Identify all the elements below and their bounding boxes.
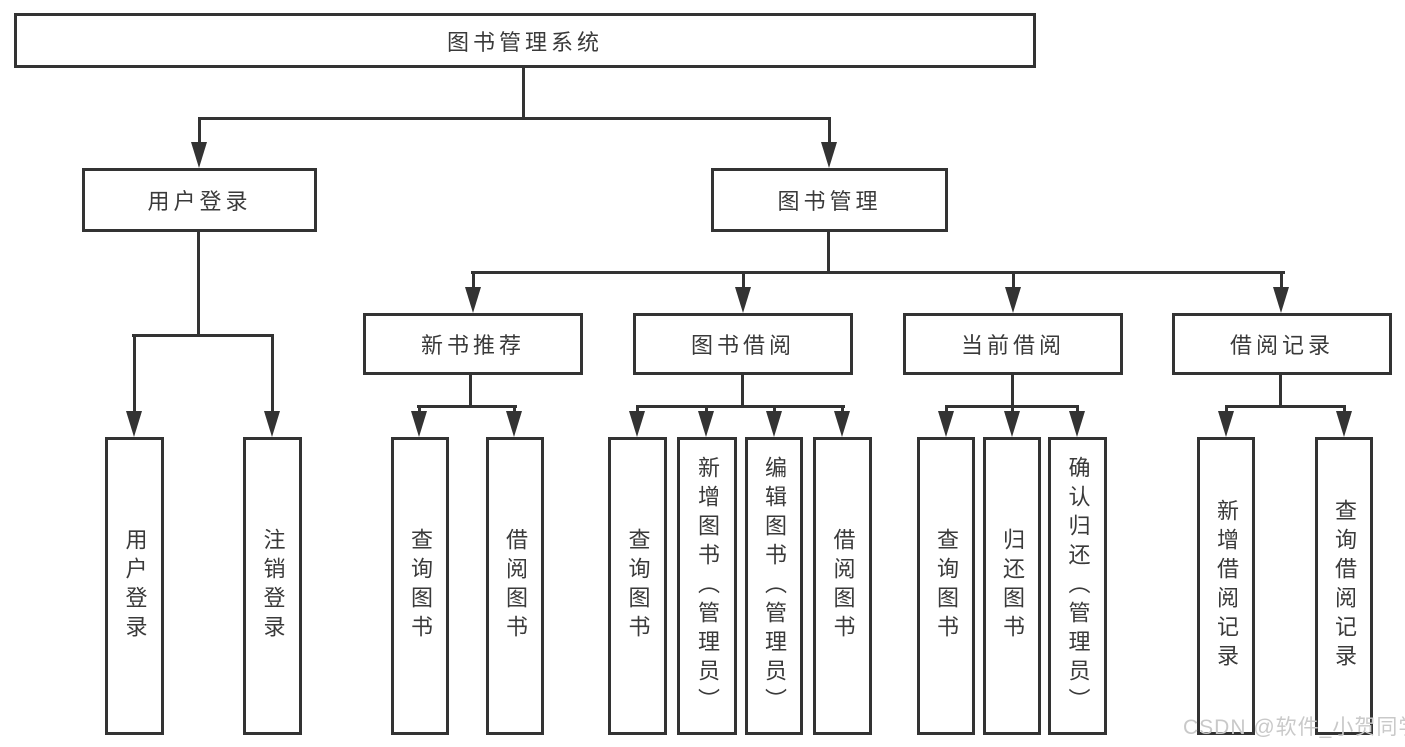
node-label: 归还图书 [1000,528,1025,644]
node-label: 图书借阅 [690,333,795,358]
node-new-book-recommend: 新书推荐 [363,313,583,375]
node-label: 用户登录 [147,189,252,214]
arrow-down-icon [264,411,280,437]
connector-line [1343,405,1346,413]
arrow-down-icon [411,411,427,437]
node-leaf-query-books: 查询图书 [608,437,667,735]
arrow-down-icon [1004,411,1020,437]
connector-line [198,117,201,144]
node-label: 图书管理 [777,189,882,214]
arrow-down-icon [735,287,751,313]
node-label: 查询图书 [934,528,959,644]
node-label: 查询图书 [408,528,433,644]
node-leaf-return-books: 归还图书 [983,437,1041,735]
connector-line [472,271,475,289]
node-book-borrowing: 图书借阅 [633,313,853,375]
connector-line [198,117,831,120]
node-label: 新增借阅记录 [1214,499,1239,673]
watermark: CSDN @软件_小贺同学 [1183,716,1405,739]
node-leaf-add-books-admin: 新增图书（管理员） [677,437,737,735]
node-leaf-borrow-books-recommend: 借阅图书 [486,437,544,735]
arrow-down-icon [506,411,522,437]
connector-line [417,405,517,408]
connector-line [513,405,516,413]
node-leaf-borrow-books: 借阅图书 [813,437,872,735]
connector-line [841,405,844,413]
connector-line [1011,373,1014,407]
node-label: 查询借阅记录 [1332,499,1357,673]
connector-line [132,334,274,337]
arrow-down-icon [1273,287,1289,313]
node-label: 新增图书（管理员） [695,455,720,717]
connector-line [197,232,200,336]
connector-line [522,68,525,120]
node-leaf-query-books-current: 查询图书 [917,437,975,735]
node-leaf-query-borrow-record: 查询借阅记录 [1315,437,1373,735]
node-label: 当前借阅 [960,333,1065,358]
connector-line [741,373,744,407]
node-borrowing-records: 借阅记录 [1172,313,1392,375]
connector-line [1225,405,1228,413]
node-user-login: 用户登录 [82,168,317,232]
connector-line [705,405,708,413]
connector-line [1280,271,1283,289]
arrow-down-icon [698,411,714,437]
connector-line [271,334,274,413]
node-label: 图书管理系统 [446,29,603,55]
node-leaf-logout: 注销登录 [243,437,302,735]
connector-line [1279,373,1282,407]
node-label: 查询图书 [625,528,651,644]
arrow-down-icon [1218,411,1234,437]
connector-line [828,117,831,144]
node-library-management-system: 图书管理系统 [14,13,1036,68]
node-label: 新书推荐 [420,333,525,358]
connector-line [418,405,421,413]
node-label: 编辑图书（管理员） [762,455,787,717]
node-leaf-user-login: 用户登录 [105,437,164,735]
arrow-down-icon [629,411,645,437]
node-label: 确认归还（管理员） [1065,455,1091,717]
arrow-down-icon [1069,411,1085,437]
connector-line [471,271,1285,274]
connector-line [636,405,845,408]
connector-line [742,271,745,289]
arrow-down-icon [465,287,481,313]
arrow-down-icon [766,411,782,437]
connector-line [1076,405,1079,413]
node-label: 借阅记录 [1229,333,1334,358]
node-label: 借阅图书 [830,528,856,644]
arrow-down-icon [1005,287,1021,313]
connector-line [945,405,948,413]
node-leaf-confirm-return-admin: 确认归还（管理员） [1048,437,1107,735]
arrow-down-icon [821,142,837,168]
arrow-down-icon [834,411,850,437]
node-label: 借阅图书 [503,528,528,644]
arrow-down-icon [1336,411,1352,437]
connector-line [827,232,830,274]
node-current-borrowing: 当前借阅 [903,313,1123,375]
connector-line [773,405,776,413]
arrow-down-icon [126,411,142,437]
arrow-down-icon [938,411,954,437]
arrow-down-icon [191,142,207,168]
node-label: 用户登录 [122,528,148,644]
connector-line [636,405,639,413]
connector-line [1011,405,1014,413]
node-leaf-edit-books-admin: 编辑图书（管理员） [745,437,803,735]
connector-line [469,373,472,407]
node-leaf-query-books-recommend: 查询图书 [391,437,449,735]
node-book-management: 图书管理 [711,168,948,232]
connector-line [1225,405,1346,408]
connector-line [133,334,136,413]
connector-line [1012,271,1015,289]
node-leaf-add-borrow-record: 新增借阅记录 [1197,437,1255,735]
node-label: 注销登录 [260,528,286,644]
